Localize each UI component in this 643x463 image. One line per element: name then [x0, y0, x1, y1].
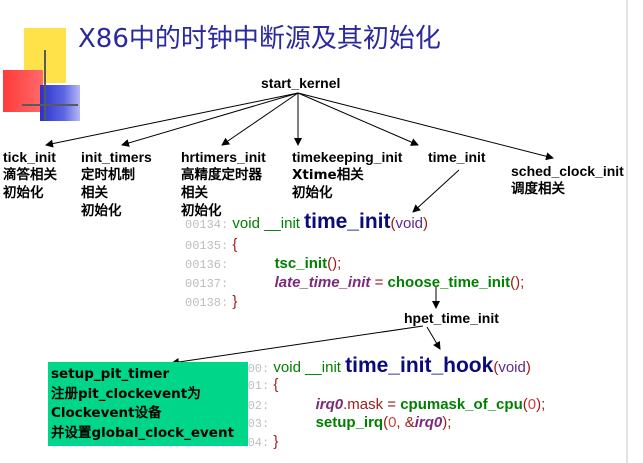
- keyword-init: __init: [264, 215, 300, 232]
- node-hrtimers-init-desc-2: 相关: [181, 185, 208, 201]
- slide-title: X86中的时钟中断源及其初始化: [78, 24, 441, 54]
- mask-assign: .mask =: [343, 396, 401, 413]
- call-tsc-init: tsc_init: [274, 255, 328, 272]
- node-timekeeping-init-desc-2: 初始化: [292, 185, 333, 201]
- cpumask-open: (: [522, 396, 528, 413]
- arrow-to-sched-clock-init: [297, 92, 554, 161]
- decor-horizontal-line: [22, 104, 78, 106]
- assign-op: =: [370, 274, 388, 291]
- node-tick-init: tick_init 滴答相关 初始化: [3, 148, 57, 202]
- brace-open: {: [232, 236, 238, 253]
- param-void: void: [395, 215, 424, 232]
- function-name: time_init_hook: [345, 354, 494, 377]
- line-number: 00137:: [185, 277, 229, 291]
- arrow-time-init-to-code: [412, 169, 460, 213]
- keyword-void: void: [273, 359, 301, 376]
- node-sched-clock-init: sched_clock_init 调度相关: [511, 162, 624, 198]
- line-number: 00138:: [185, 296, 229, 310]
- function-name: time_init: [304, 210, 391, 233]
- setup-irq-close: );: [442, 414, 452, 431]
- paren-open: (: [493, 359, 499, 376]
- box-line-2: 注册pit_clockevent为: [51, 385, 201, 402]
- var-irq0-ref: irq0: [414, 414, 443, 431]
- setup-pit-timer-box: setup_pit_timer 注册pit_clockevent为 Clocke…: [48, 362, 248, 446]
- node-tick-init-desc-2: 初始化: [3, 185, 44, 201]
- call-cpumask-of-cpu: cpumask_of_cpu: [400, 396, 523, 413]
- node-timekeeping-init-desc-1: Xtime相关: [292, 167, 364, 183]
- call-setup-irq: setup_irq: [315, 414, 384, 431]
- arrow-to-init-timers: [121, 92, 299, 147]
- decor-blue-square: [40, 85, 80, 121]
- call-tsc-init-tail: ();: [327, 255, 342, 272]
- number-zero: 0: [527, 396, 537, 413]
- paren-close: ): [423, 215, 429, 232]
- node-sched-clock-init-desc-1: 调度相关: [511, 181, 565, 197]
- brace-close: }: [273, 433, 279, 450]
- arrow-hpet-to-setup-pit: [171, 325, 424, 366]
- decor-vertical-line: [44, 50, 46, 120]
- node-hrtimers-init-desc-3: 初始化: [181, 203, 222, 219]
- node-time-init: time_init: [428, 148, 486, 166]
- call-choose-time-init: choose_time_init: [387, 274, 511, 291]
- node-init-timers-label: init_timers: [81, 149, 152, 165]
- node-tick-init-label: tick_init: [3, 149, 56, 165]
- node-timekeeping-init: timekeeping_init Xtime相关 初始化: [292, 148, 402, 202]
- code-line-138: 00138: }: [185, 292, 237, 313]
- paren-open: (: [390, 215, 396, 232]
- var-irq0: irq0: [315, 396, 344, 413]
- keyword-init: __init: [305, 359, 341, 376]
- node-hrtimers-init-label: hrtimers_init: [181, 149, 266, 165]
- arrow-to-tick-init: [45, 92, 299, 148]
- node-start-kernel: start_kernel: [261, 75, 341, 91]
- node-init-timers-desc-3: 初始化: [81, 203, 122, 219]
- line-number: 00135:: [185, 239, 229, 253]
- arrow-hpet-to-hook: [426, 326, 441, 350]
- line-number: 00134:: [185, 218, 229, 232]
- node-sched-clock-init-label: sched_clock_init: [511, 163, 624, 179]
- var-late-time-init: late_time_init: [274, 274, 371, 291]
- setup-irq-open: (: [383, 414, 389, 431]
- node-timekeeping-init-label: timekeeping_init: [292, 149, 403, 165]
- number-zero: 0: [388, 414, 397, 431]
- node-init-timers-desc-1: 定时机制: [81, 167, 135, 183]
- node-hrtimers-init-desc-1: 高精度定时器: [181, 167, 262, 183]
- brace-open: {: [273, 376, 279, 393]
- code-line-103: 00103: setup_irq(0, &irq0);: [226, 413, 451, 434]
- param-void: void: [498, 359, 526, 376]
- box-line-1: setup_pit_timer: [51, 366, 170, 382]
- line-number: 00136:: [185, 258, 229, 272]
- node-init-timers: init_timers 定时机制 相关 初始化: [81, 148, 152, 220]
- node-init-timers-desc-2: 相关: [81, 185, 108, 201]
- cpumask-close: );: [536, 396, 546, 413]
- node-hrtimers-init: hrtimers_init 高精度定时器 相关 初始化: [181, 148, 266, 220]
- arrow-to-time-init: [297, 92, 419, 146]
- node-hpet-time-init: hpet_time_init: [404, 310, 499, 326]
- node-time-init-label: time_init: [428, 149, 486, 165]
- code-line-136: 00136: tsc_init();: [185, 254, 341, 275]
- box-line-4: 并设置global_clock_event: [51, 424, 235, 441]
- box-line-3: Clockevent设备: [51, 405, 162, 421]
- keyword-void: void: [232, 215, 260, 232]
- arrow-to-hrtimers-init: [221, 92, 299, 146]
- code-line-135: 00135: {: [185, 235, 237, 256]
- brace-close: }: [232, 293, 238, 310]
- amp-sep: , &: [396, 414, 415, 431]
- node-tick-init-desc-1: 滴答相关: [3, 167, 57, 183]
- code-line-134: 00134: void __init time_init(void): [185, 210, 429, 235]
- code-line-137: 00137: late_time_init = choose_time_init…: [185, 273, 524, 294]
- call-choose-tail: ();: [510, 274, 525, 291]
- right-edge-rule: [626, 0, 628, 463]
- paren-close: ): [525, 359, 531, 376]
